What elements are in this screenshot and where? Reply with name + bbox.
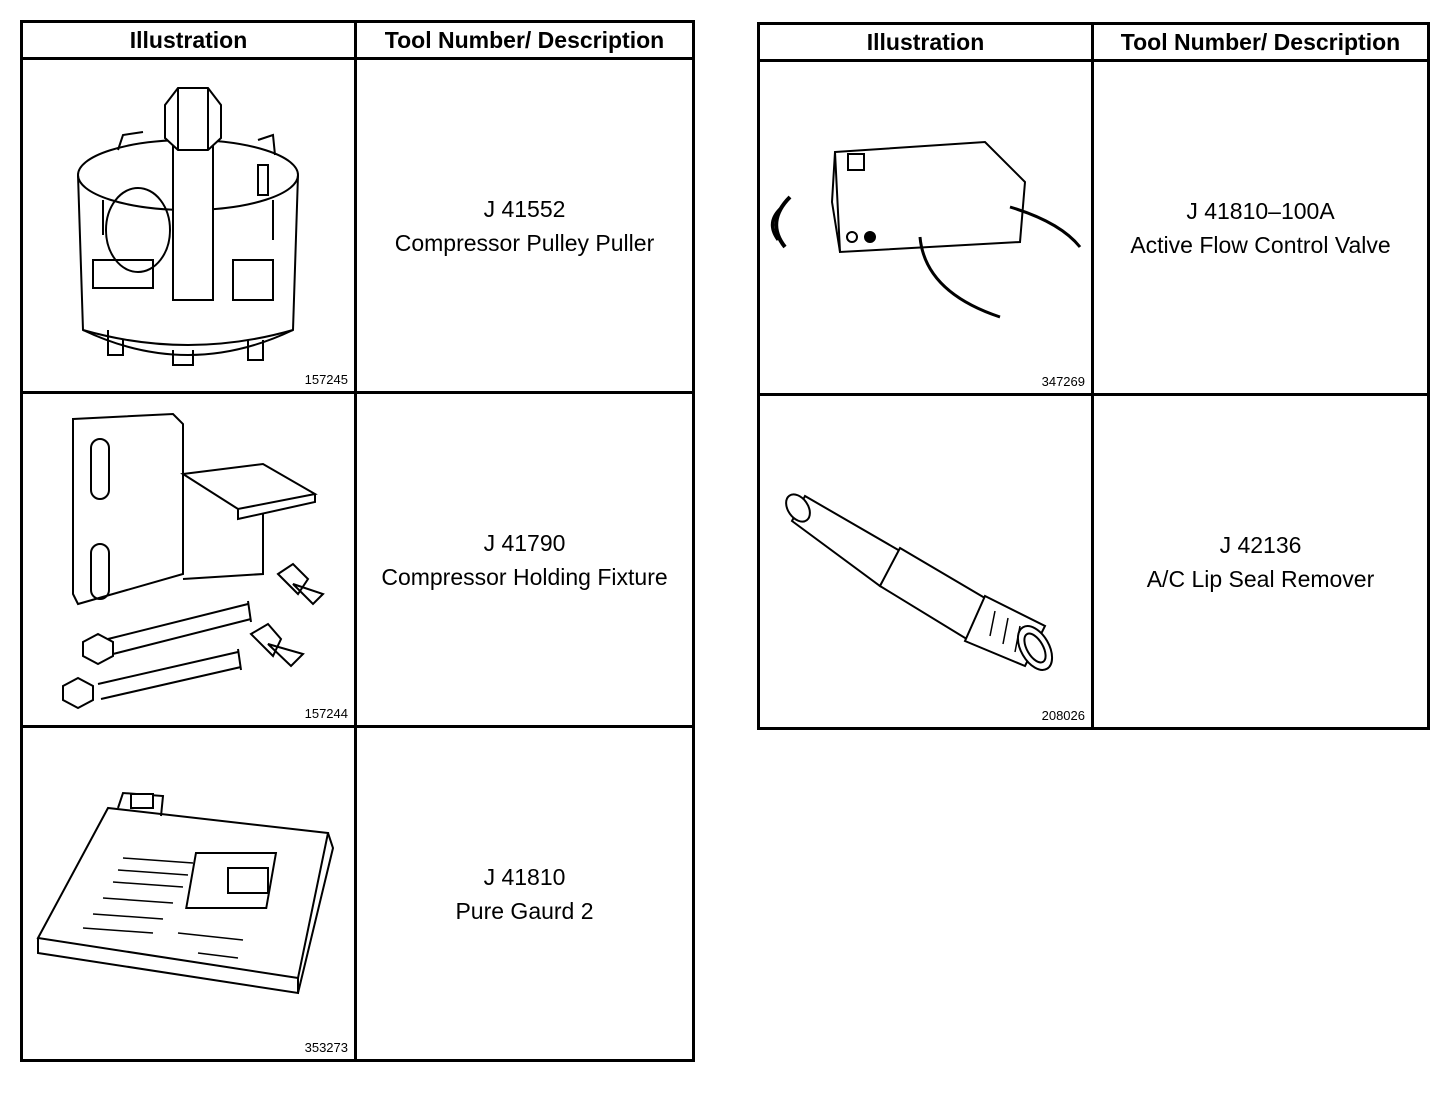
tool-description-cell: J 41810–100A Active Flow Control Valve — [1091, 59, 1430, 396]
table-row: 347269 J 41810–100A Active Flow Control … — [757, 59, 1430, 396]
table-row: 157244 J 41790 Compressor Holding Fixtur… — [20, 391, 695, 728]
tool-description: Compressor Pulley Puller — [394, 229, 655, 256]
compressor-holding-fixture-illustration — [23, 394, 353, 724]
figure-number: 353273 — [304, 1040, 348, 1055]
illustration-cell: 347269 — [757, 59, 1094, 396]
tool-description-cell: J 41790 Compressor Holding Fixture — [354, 391, 695, 728]
left-table-header-row: Illustration Tool Number/ Description — [20, 20, 695, 60]
tool-number: J 41810–100A — [1186, 197, 1335, 224]
tool-number: J 41552 — [483, 195, 566, 222]
illustration-header: Illustration — [757, 22, 1094, 62]
figure-number: 208026 — [1041, 708, 1085, 723]
illustration-cell: 353273 — [20, 725, 357, 1062]
pure-guard-unit-illustration — [23, 728, 353, 1058]
left-tool-table: Illustration Tool Number/ Description — [20, 20, 695, 1062]
illustration-cell: 208026 — [757, 393, 1094, 730]
illustration-header: Illustration — [20, 20, 357, 60]
figure-number: 157245 — [304, 372, 348, 387]
tool-description: A/C Lip Seal Remover — [1146, 565, 1375, 592]
table-row: 353273 J 41810 Pure Gaurd 2 — [20, 725, 695, 1062]
tool-description-cell: J 42136 A/C Lip Seal Remover — [1091, 393, 1430, 730]
tool-number: J 42136 — [1219, 531, 1302, 558]
compressor-pulley-puller-illustration — [23, 60, 353, 390]
tool-number: J 41790 — [483, 529, 566, 556]
tool-description-header: Tool Number/ Description — [1091, 22, 1430, 62]
flow-control-valve-illustration — [760, 62, 1090, 392]
tool-description-cell: J 41552 Compressor Pulley Puller — [354, 57, 695, 394]
illustration-cell: 157244 — [20, 391, 357, 728]
figure-number: 157244 — [304, 706, 348, 721]
illustration-cell: 157245 — [20, 57, 357, 394]
figure-number: 347269 — [1041, 374, 1085, 389]
tool-description: Compressor Holding Fixture — [381, 563, 668, 590]
right-table-header-row: Illustration Tool Number/ Description — [757, 22, 1430, 62]
table-row: 157245 J 41552 Compressor Pulley Puller — [20, 57, 695, 394]
tool-number: J 41810 — [483, 863, 566, 890]
tool-description-cell: J 41810 Pure Gaurd 2 — [354, 725, 695, 1062]
table-row: 208026 J 42136 A/C Lip Seal Remover — [757, 393, 1430, 730]
lip-seal-remover-illustration — [760, 396, 1090, 726]
tool-description: Active Flow Control Valve — [1130, 231, 1391, 258]
right-tool-table: Illustration Tool Number/ Description 34… — [757, 22, 1430, 730]
tool-description: Pure Gaurd 2 — [455, 897, 594, 924]
tool-description-header: Tool Number/ Description — [354, 20, 695, 60]
